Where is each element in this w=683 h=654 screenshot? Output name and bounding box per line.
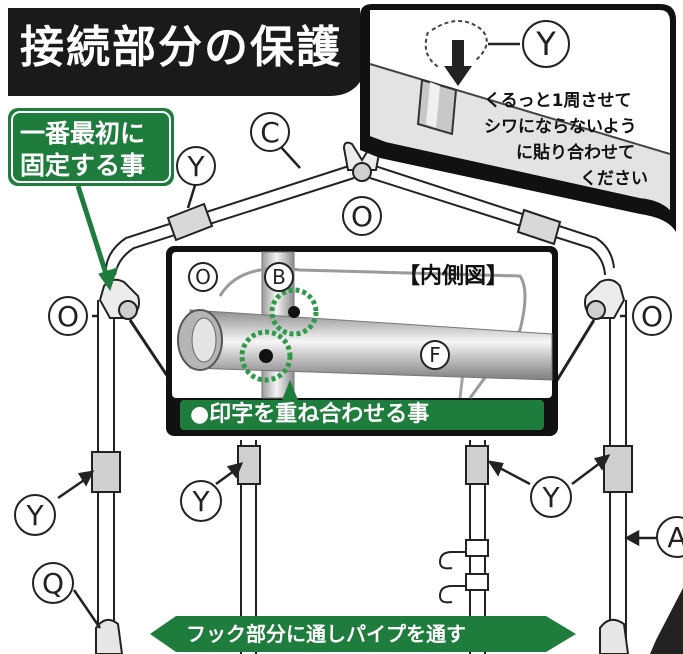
- partial-part: [650, 588, 683, 654]
- label-b-inner: B: [264, 262, 294, 292]
- bottom-fittings: [95, 618, 630, 654]
- note-box: [8, 108, 174, 186]
- inset-note-line-4: ください: [580, 169, 648, 189]
- label-y-mid-left: Y: [180, 480, 222, 522]
- label-a: A: [656, 516, 683, 558]
- label-o-top-text: O: [350, 199, 374, 233]
- label-y-left-text: Y: [26, 498, 44, 532]
- label-c: C: [250, 112, 290, 152]
- hooks: [438, 539, 489, 604]
- inner-view-title: 【内側図】: [398, 264, 509, 289]
- callout-arrows: [57, 145, 664, 629]
- label-o-right: O: [632, 296, 672, 336]
- label-o-left: O: [48, 296, 88, 336]
- note-first-line-1: 一番最初に: [20, 119, 146, 148]
- inset-note-line-3: に貼り合わせて: [516, 143, 635, 163]
- label-y-inset-text: Y: [536, 25, 556, 63]
- label-f-inner: F: [420, 340, 450, 370]
- tape-sleeves: [91, 202, 633, 493]
- label-a-text: A: [667, 520, 683, 554]
- bottom-banner-shape: [150, 616, 576, 652]
- label-y-mid-right: Y: [530, 476, 572, 518]
- label-y-inset: Y: [522, 20, 570, 68]
- label-o-inner-text: O: [195, 265, 211, 289]
- note-first-line-2: 固定する事: [20, 151, 146, 180]
- label-o-top: O: [342, 196, 382, 236]
- inset-note-line-2: シワにならないよう: [484, 117, 637, 137]
- inner-view-caption: ●印字を重ね合わせる事: [190, 402, 430, 427]
- label-o-inner: O: [188, 262, 218, 292]
- top-inset-panel: [360, 4, 676, 232]
- label-q: Q: [32, 562, 74, 604]
- label-y-mid-left-text: Y: [192, 484, 210, 518]
- label-y-left: Y: [14, 494, 56, 536]
- label-o-left-text: O: [56, 299, 80, 333]
- green-arrow: [75, 185, 118, 292]
- label-y-mid-right-text: Y: [542, 480, 560, 514]
- label-y-roof: Y: [176, 146, 216, 186]
- label-o-right-text: O: [640, 299, 664, 333]
- inset-note-line-1: くるっと1周させて: [484, 91, 632, 111]
- bottom-banner: フック部分に通しパイプを通す: [186, 622, 466, 646]
- label-c-text: C: [260, 115, 280, 149]
- page-title: 接続部分の保護: [20, 22, 342, 73]
- label-f-inner-text: F: [429, 343, 441, 367]
- label-q-text: Q: [41, 566, 65, 600]
- title-band: [8, 8, 360, 96]
- label-b-inner-text: B: [272, 265, 286, 289]
- top-joint: [342, 141, 382, 182]
- label-y-roof-text: Y: [187, 149, 205, 183]
